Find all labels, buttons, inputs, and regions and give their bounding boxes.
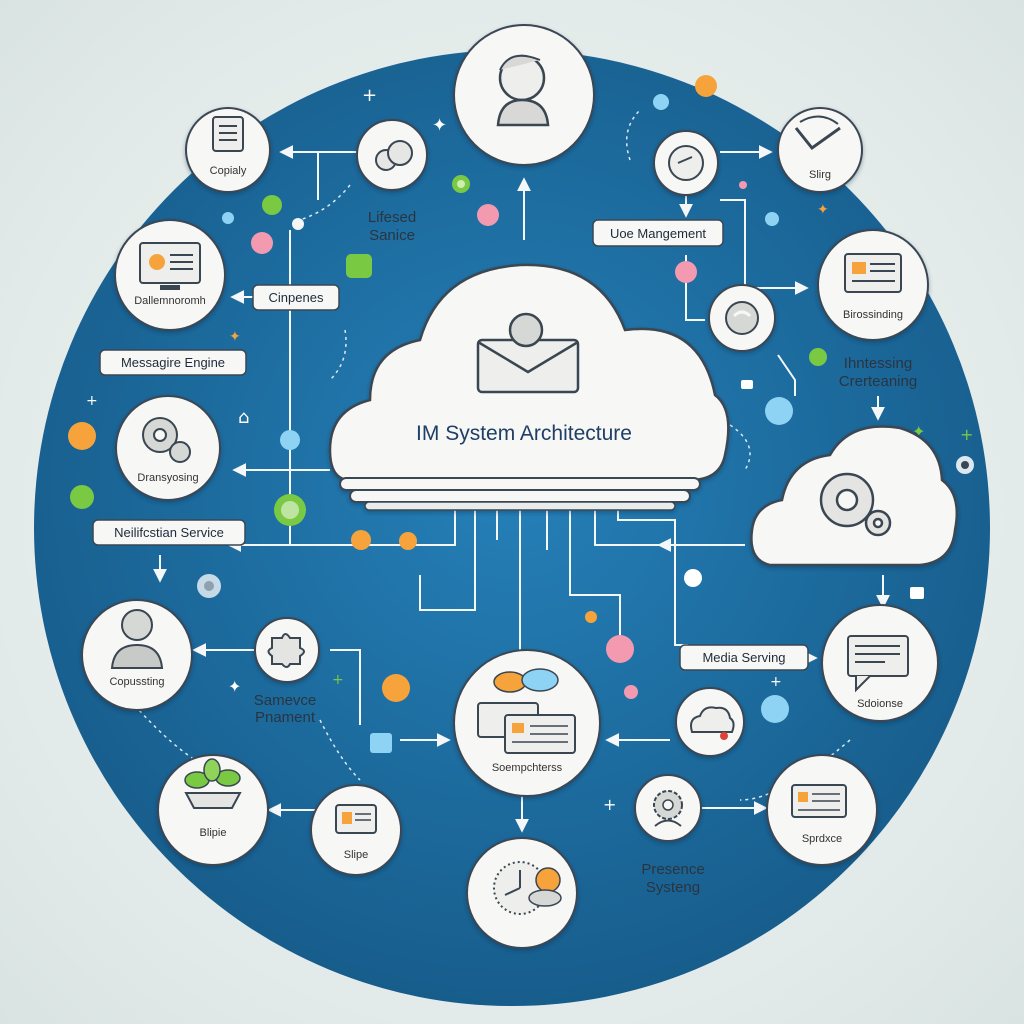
svg-text:+: +: [960, 425, 973, 444]
svg-text:✦: ✦: [817, 202, 829, 218]
card-icon: [791, 784, 847, 818]
decorations: + ✦ ✦ ✦ + ⌂ ✦ + ✦ + + +: [68, 75, 974, 814]
checkmark-icon: [794, 115, 841, 151]
svg-text:Lifesed: Lifesed: [368, 209, 416, 226]
svg-text:+: +: [770, 674, 782, 690]
page-title: IM System Architecture: [416, 422, 632, 445]
node-label-dransyosing: Dransyosing: [137, 472, 198, 484]
svg-text:Ihntessing: Ihntessing: [844, 355, 912, 372]
node-label-slipe: Slipe: [344, 849, 368, 861]
gear-icon: [653, 790, 683, 827]
svg-text:✦: ✦: [229, 329, 241, 345]
svg-text:+: +: [603, 795, 616, 814]
link-icon: [725, 301, 759, 335]
box-cinpenes[interactable]: Cinpenes: [252, 284, 340, 311]
gears-small-icon: [142, 417, 191, 463]
svg-text:Sanice: Sanice: [369, 227, 415, 244]
document-icon: [212, 116, 244, 152]
box-label-media-serving: Media Serving: [702, 650, 785, 665]
label-shared-service: Lifesed Sanice: [368, 209, 416, 244]
monitor-icon: [139, 242, 201, 290]
user-icon: [496, 54, 550, 127]
node-label-soempchterss: Soempchterss: [492, 762, 563, 774]
svg-text:⌂: ⌂: [238, 407, 249, 428]
box-media-serving[interactable]: Media Serving: [679, 644, 809, 671]
box-user-management[interactable]: Uoe Mangement: [592, 219, 724, 247]
node-label-copussting: Copussting: [109, 676, 164, 688]
gears-icon: [819, 472, 892, 537]
node-label-copialy: Copialy: [210, 165, 247, 177]
svg-text:Crerteaning: Crerteaning: [839, 373, 917, 390]
chat-icon: [847, 635, 909, 693]
plant-icon: [184, 758, 242, 809]
node-label-sdoionse: Sdoionse: [857, 698, 903, 710]
screens-icon: [477, 668, 576, 754]
user-icon: [110, 609, 164, 669]
svg-text:+: +: [362, 85, 377, 106]
label-service-placement: Samevce Pnament: [254, 692, 317, 726]
svg-text:✦: ✦: [228, 677, 241, 696]
node-label-slirg: Slirg: [809, 169, 831, 181]
svg-text:Presence: Presence: [641, 861, 704, 878]
node-label-sprdxce: Sprdxce: [802, 833, 842, 845]
puzzle-icon: [267, 633, 305, 668]
label-inhessing: Ihntessing Crerteaning: [839, 355, 917, 390]
box-label-cinpenes: Cinpenes: [269, 290, 324, 305]
screen-icon: [844, 253, 902, 293]
node-label-blipie: Blipie: [200, 827, 227, 839]
cloud-icon: [690, 706, 735, 740]
cloud-chain-icon: [375, 140, 413, 171]
svg-text:✦: ✦: [432, 115, 447, 136]
node-label-dashboard: Dallemnoromh: [134, 295, 206, 307]
svg-text:Pnament: Pnament: [255, 709, 316, 726]
svg-text:+: +: [86, 393, 98, 409]
box-label-user-management: Uoe Mangement: [610, 226, 706, 241]
screen-icon: [335, 804, 377, 834]
connections: [153, 145, 890, 833]
gauge-icon: [668, 145, 704, 181]
node-slirg[interactable]: [777, 107, 863, 193]
clock-icon: [493, 861, 562, 915]
box-notification-service[interactable]: Neilifcstian Service: [92, 519, 246, 546]
svg-text:+: +: [332, 672, 344, 688]
node-label-processing: Birossinding: [843, 309, 903, 321]
svg-text:Samevce: Samevce: [254, 692, 317, 709]
box-label-messaging-engine: Messagire Engine: [121, 355, 225, 370]
svg-text:Systeng: Systeng: [646, 879, 700, 896]
mail-icon: [476, 312, 580, 394]
label-presence-system: Presence Systeng: [641, 861, 704, 896]
box-label-notification-service: Neilifcstian Service: [114, 525, 224, 540]
box-messaging-engine[interactable]: Messagire Engine: [99, 349, 247, 376]
